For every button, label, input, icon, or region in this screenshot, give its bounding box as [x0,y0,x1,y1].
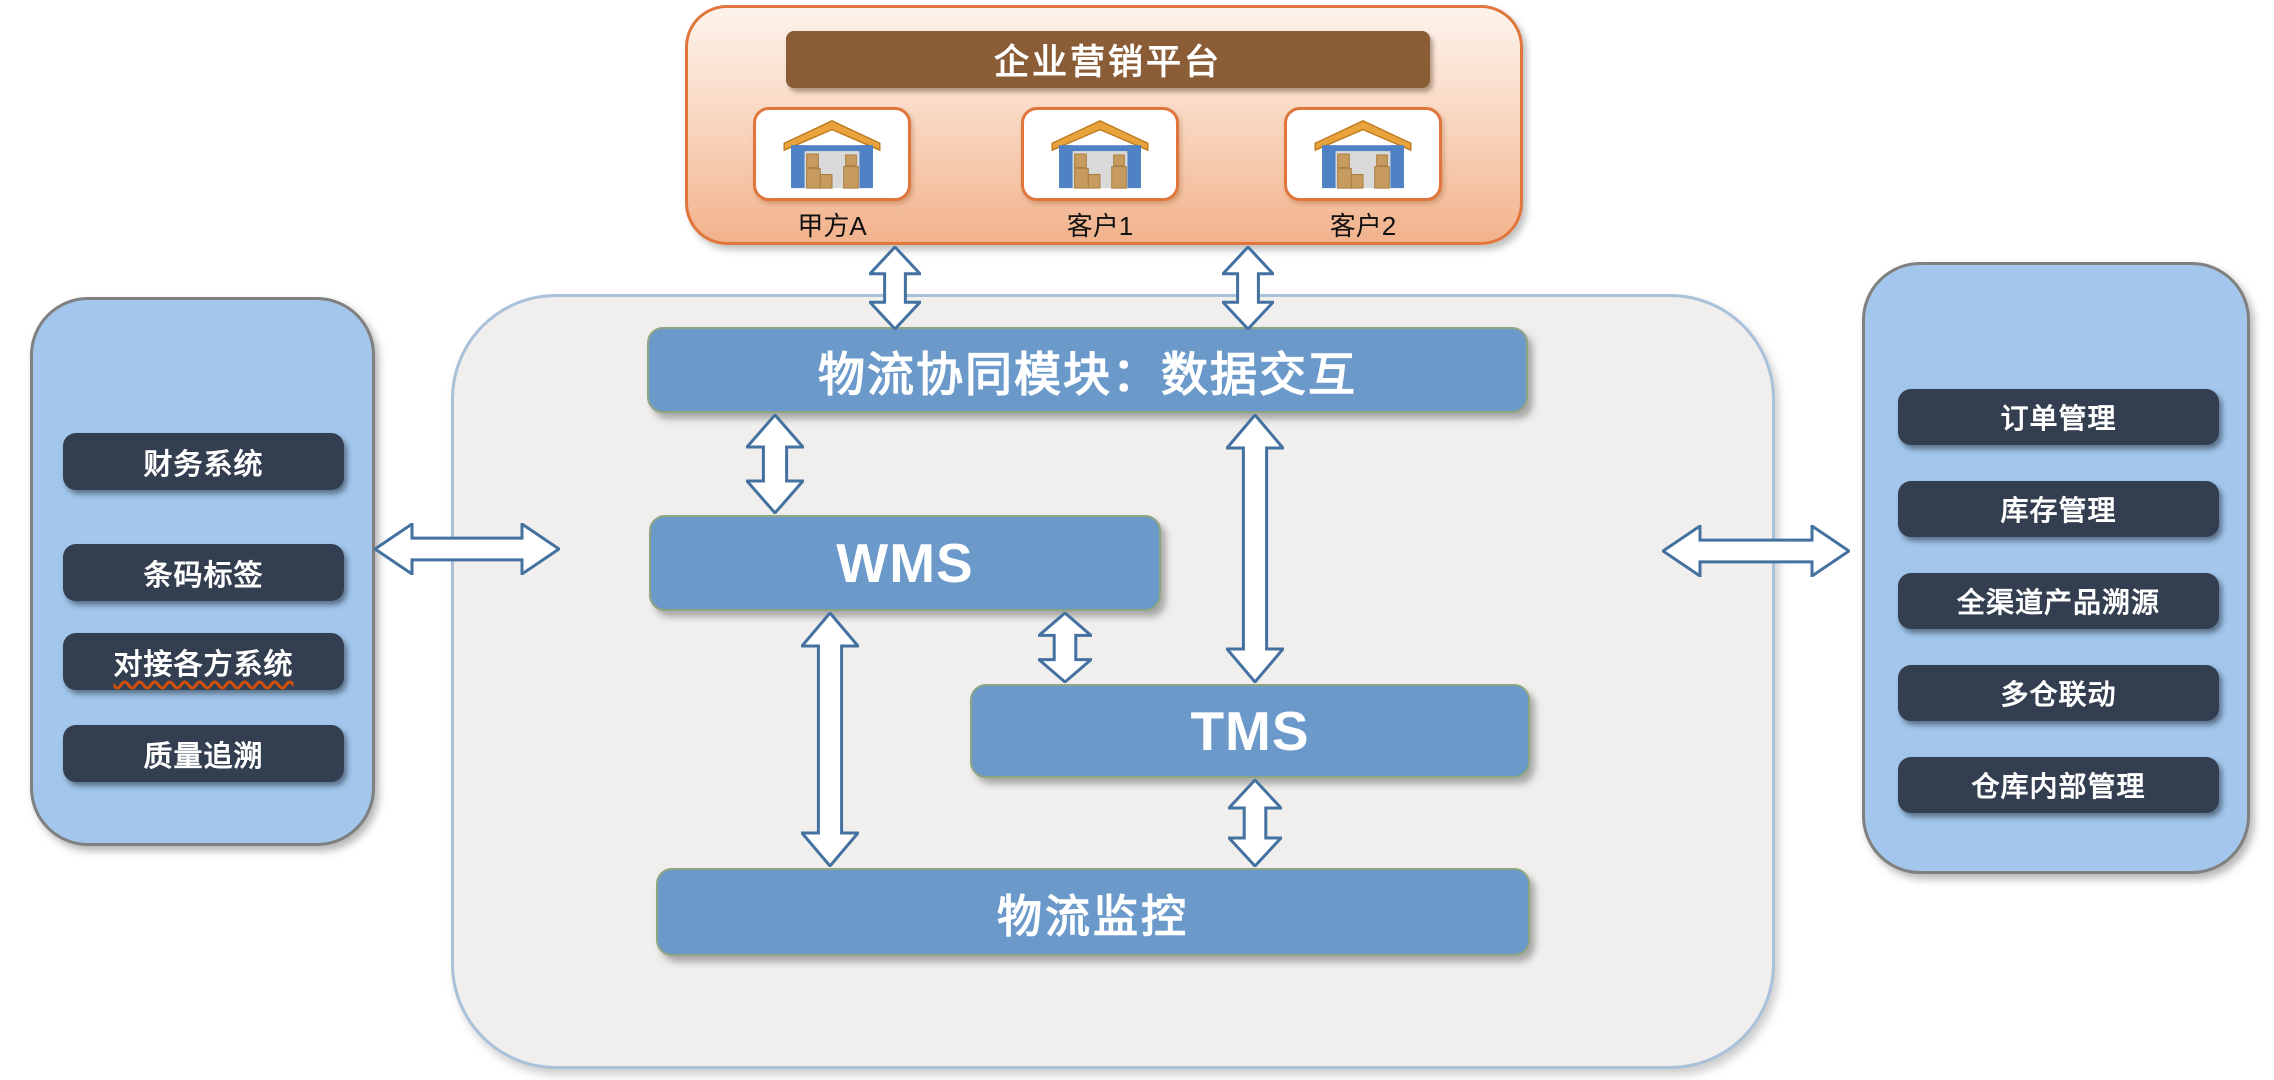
client-card-a [753,107,911,201]
node-barcode-label: 条码标签 [63,544,344,601]
client-card-1 [1021,107,1179,201]
platform-title: 企业营销平台 [786,31,1430,88]
node-logistics-monitoring: 物流监控 [656,868,1530,956]
node-label: 订单管理 [2000,403,2117,434]
arrow-platform-collab-left [869,246,921,330]
node-warehouse-internal: 仓库内部管理 [1898,757,2219,813]
arrow-platform-collab-right [1222,246,1274,330]
node-logistics-collaboration-module: 物流协同模块：数据交互 [647,327,1528,413]
arrow-collab-wms [746,414,804,514]
arrow-wms-monitoring [801,612,859,867]
arrow-wms-tms [1038,612,1092,683]
arrow-collab-tms [1226,414,1284,683]
node-integration-systems: 对接各方系统 [63,633,344,690]
node-finance-system: 财务系统 [63,433,344,490]
warehouse-icon [1314,120,1412,189]
client-label-a: 甲方A [797,211,867,241]
node-label: 质量追溯 [143,740,264,773]
client-label-2: 客户2 [1329,211,1397,241]
external-systems-panel: 财务系统 条码标签 对接各方系统 质量追溯 [30,297,375,846]
node-wms: WMS [649,515,1161,611]
node-label: 条码标签 [143,559,264,592]
warehouse-icon [1051,120,1149,189]
node-label: 财务系统 [143,448,264,481]
arrow-core-right-panel [1662,525,1850,577]
node-tms: TMS [970,684,1530,778]
node-order-management: 订单管理 [1898,389,2219,445]
node-label: 全渠道产品溯源 [1956,587,2160,618]
arrow-left-panel-core [374,523,560,575]
node-inventory-management: 库存管理 [1898,481,2219,537]
node-label: 对接各方系统 [113,648,294,681]
node-label: 库存管理 [2000,495,2117,526]
client-label-1: 客户1 [1066,211,1134,241]
enterprise-marketing-platform-box: 企业营销平台 [685,5,1523,245]
node-multi-warehouse: 多仓联动 [1898,665,2219,721]
client-card-2 [1284,107,1442,201]
node-omnichannel-trace: 全渠道产品溯源 [1898,573,2219,629]
node-quality-trace: 质量追溯 [63,725,344,782]
node-label: 多仓联动 [2000,679,2117,710]
warehouse-icon [783,120,881,189]
arrow-tms-monitoring [1228,779,1282,867]
node-label: 仓库内部管理 [1971,771,2146,802]
management-functions-panel: 订单管理 库存管理 全渠道产品溯源 多仓联动 仓库内部管理 [1862,262,2250,874]
